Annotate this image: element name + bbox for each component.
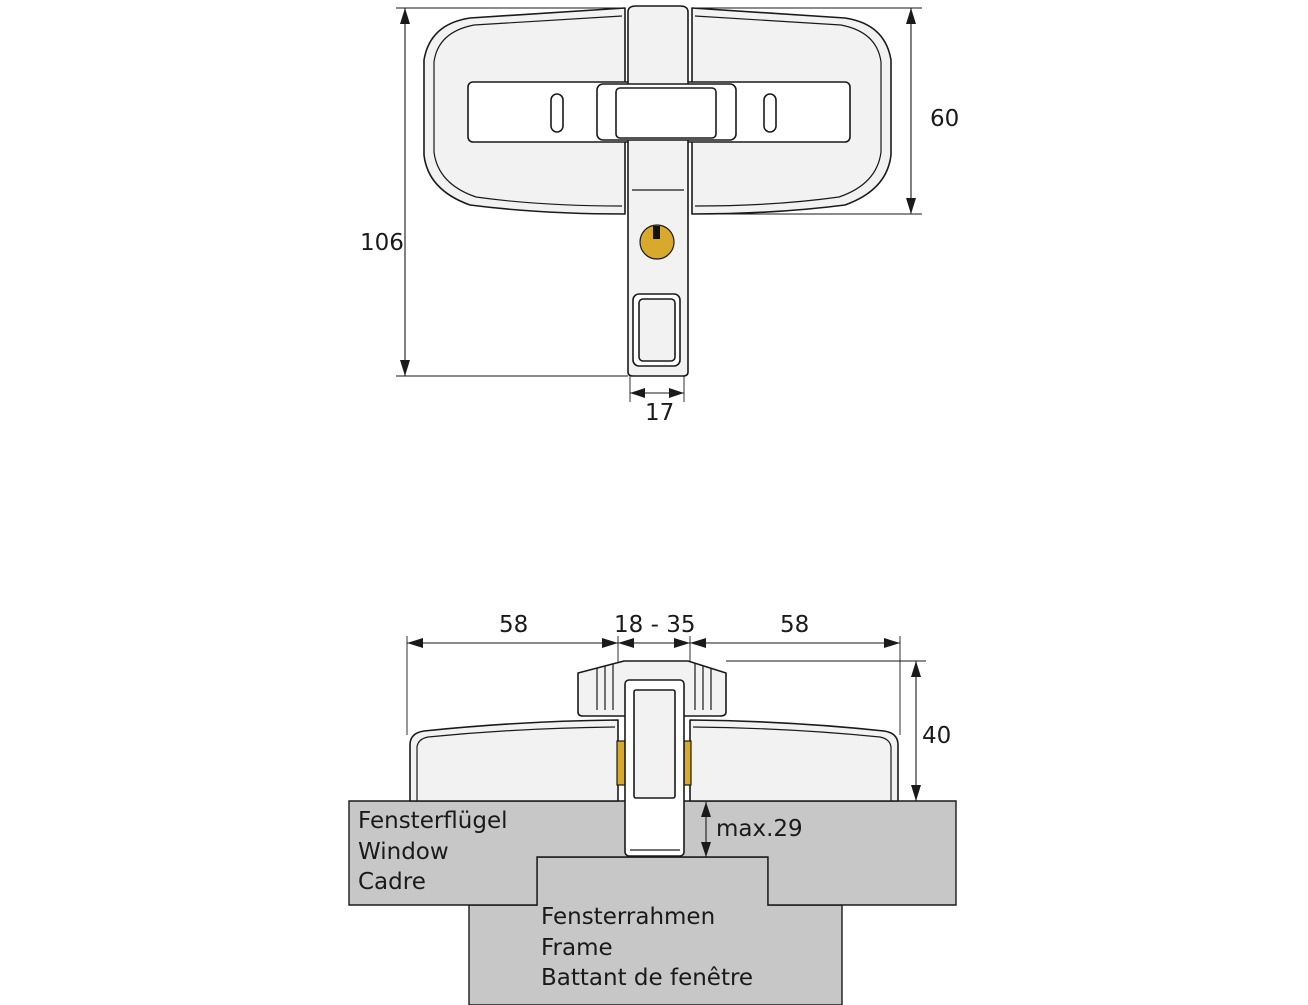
dim-max-arrow-top <box>701 802 711 817</box>
top-left-slot <box>550 93 564 133</box>
dim-58-right-arrow-l <box>690 638 706 648</box>
dim-60-arrow-top <box>906 8 916 24</box>
sash-label-fr: Cadre <box>358 869 426 895</box>
dim-gap-arrow-l <box>618 638 634 648</box>
top-push-button-inner <box>638 298 676 362</box>
dim-58-right-arrow-r <box>884 638 900 648</box>
top-right-slot <box>763 93 777 133</box>
frame-label-en: Frame <box>541 935 613 961</box>
dim-106-arrow-bottom <box>400 360 410 376</box>
dim-gap-label: 18 - 35 <box>614 612 695 638</box>
side-stem-inner <box>633 689 676 799</box>
side-left-body <box>409 719 619 802</box>
dim-max-arrow-bottom <box>701 842 711 857</box>
lock-keyway <box>653 226 660 239</box>
dim-106-arrow-top <box>400 8 410 24</box>
lock-cylinder-icon <box>639 224 675 260</box>
dim-40-arrow-bottom <box>911 785 921 801</box>
dim-58-right-label: 58 <box>780 612 809 638</box>
frame-label-fr: Battant de fenêtre <box>541 965 753 991</box>
dim-106-label: 106 <box>360 230 404 256</box>
dim-17-label: 17 <box>645 400 674 426</box>
side-right-body-inner <box>692 726 892 801</box>
dim-60-label: 60 <box>930 106 959 132</box>
dim-58-left-label: 58 <box>499 612 528 638</box>
dim-40-arrow-top <box>911 661 921 677</box>
top-right-wing-inner <box>694 15 882 207</box>
dim-40-label: 40 <box>922 723 951 749</box>
dim-gap-arrow-r <box>674 638 690 648</box>
side-left-body-inner <box>416 726 616 801</box>
dim-17-arrow-right <box>669 388 684 398</box>
top-center-knob-inner <box>615 87 717 139</box>
dim-60-arrow-bottom <box>906 198 916 214</box>
top-view: 60 106 17 <box>360 5 959 426</box>
dim-58-left-arrow-r <box>602 638 618 648</box>
top-left-wing-inner <box>433 15 623 207</box>
sash-label-en: Window <box>358 839 449 865</box>
frame-label-de: Fensterrahmen <box>541 904 715 930</box>
dim-58-left-arrow-l <box>407 638 423 648</box>
dim-max-label: max.29 <box>716 816 803 842</box>
dim-17-arrow-left <box>630 388 645 398</box>
side-view: 58 18 - 35 58 40 max.29 Fensterflügel Wi… <box>348 612 957 1005</box>
side-right-body <box>689 719 899 802</box>
sash-label-de: Fensterflügel <box>358 808 508 834</box>
